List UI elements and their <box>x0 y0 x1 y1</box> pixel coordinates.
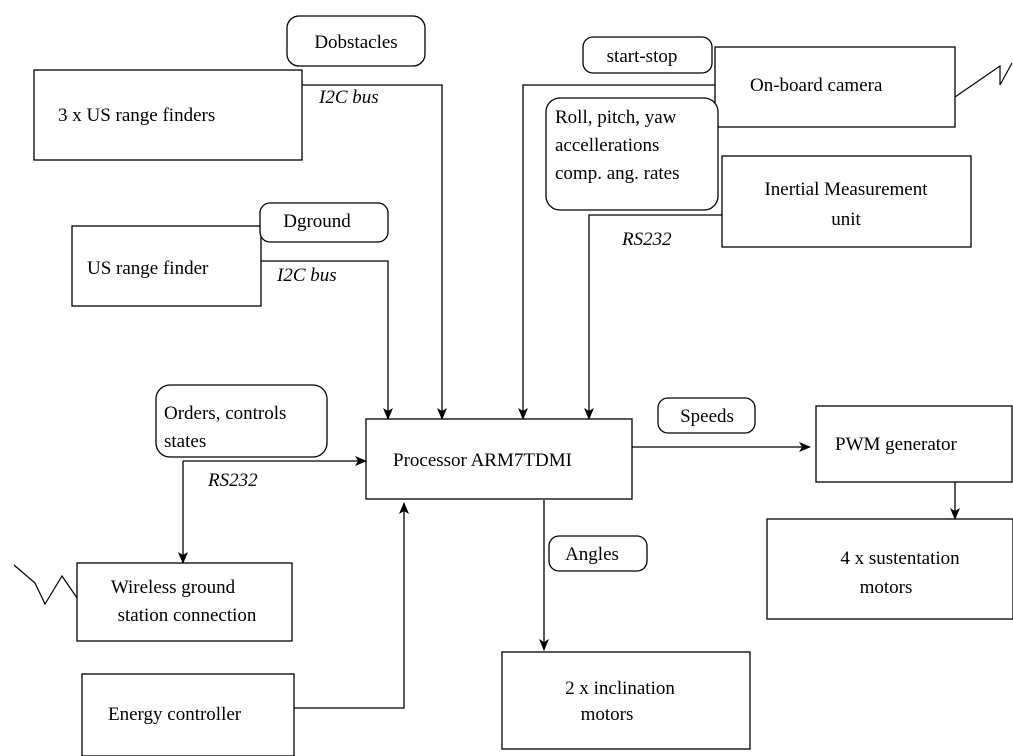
signal-start-stop-label: start-stop <box>607 46 678 67</box>
block-imu: Inertial Measurement unit <box>721 155 972 248</box>
block-sustentation: 4 x sustentation motors <box>766 518 1013 620</box>
block-cpu-label: Processor ARM7TDMI <box>393 450 572 471</box>
block-imu-label-2: unit <box>831 209 861 230</box>
signal-imu-data-label-2: accellerations <box>555 135 659 156</box>
signal-orders: Orders, controls states <box>155 384 328 458</box>
signal-dground-label: Dground <box>283 211 351 232</box>
block-energy-label: Energy controller <box>108 704 242 725</box>
signal-dobstacles-label: Dobstacles <box>314 32 397 53</box>
wire-camera-to-cpu <box>518 84 715 420</box>
signal-start-stop: start-stop <box>582 36 713 74</box>
block-wireless-label-2: station connection <box>118 605 257 626</box>
signal-imu-data-label-3: comp. ang. rates <box>555 163 680 184</box>
signal-imu-data-label-1: Roll, pitch, yaw <box>555 107 677 128</box>
ground-antenna-icon <box>13 564 78 606</box>
block-us3-label: 3 x US range finders <box>58 105 215 126</box>
signal-angles-label: Angles <box>565 544 619 565</box>
block-sustentation-label-1: 4 x sustentation <box>840 548 960 569</box>
block-us1-label: US range finder <box>87 258 209 279</box>
wire-us1-to-cpu <box>261 260 393 420</box>
signal-speeds-label: Speeds <box>680 406 734 427</box>
signal-dground: Dground <box>259 202 389 243</box>
signal-orders-label-2: states <box>164 431 206 452</box>
block-inclination-label-2: motors <box>581 704 634 725</box>
signal-orders-label-1: Orders, controls <box>164 403 286 424</box>
block-energy: Energy controller <box>81 673 295 756</box>
signal-speeds: Speeds <box>657 397 756 434</box>
block-wireless-label-1: Wireless ground <box>111 577 236 598</box>
block-us1: US range finder <box>71 225 262 307</box>
bus-label-rs232-ground: RS232 <box>207 470 258 491</box>
block-camera: On-board camera <box>714 46 956 128</box>
bus-label-i2c-mid: I2C bus <box>276 265 337 286</box>
block-cpu: Processor ARM7TDMI <box>365 418 633 500</box>
block-wireless: Wireless ground station connection <box>76 562 293 642</box>
wire-us3-to-cpu <box>234 84 447 420</box>
block-inclination: 2 x inclination motors <box>501 651 751 750</box>
bus-label-rs232-imu: RS232 <box>621 229 672 250</box>
signal-angles: Angles <box>548 535 648 572</box>
block-imu-label-1: Inertial Measurement <box>764 179 928 200</box>
block-pwm-label: PWM generator <box>835 434 958 455</box>
wire-energy-to-cpu <box>294 502 409 709</box>
block-sustentation-label-2: motors <box>860 577 913 598</box>
signal-dobstacles: Dobstacles <box>286 15 426 67</box>
wire-imu-to-cpu <box>584 214 722 420</box>
bus-label-i2c-top: I2C bus <box>318 87 379 108</box>
signal-imu-data: Roll, pitch, yaw accellerations comp. an… <box>545 97 719 211</box>
block-inclination-label-1: 2 x inclination <box>565 678 675 699</box>
camera-antenna-icon <box>954 62 1013 98</box>
block-us3: 3 x US range finders <box>33 69 303 161</box>
block-pwm: PWM generator <box>815 405 1013 483</box>
block-camera-label: On-board camera <box>750 75 883 96</box>
